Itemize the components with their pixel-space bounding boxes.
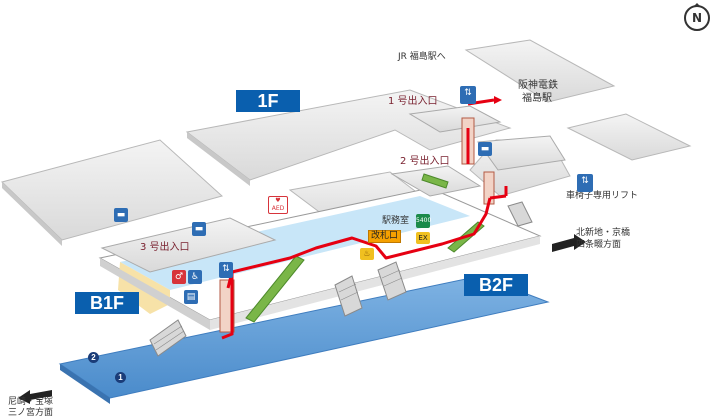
elevator-icon: ⇅ <box>577 174 593 192</box>
aed-label: AED <box>271 205 285 212</box>
label-office: 駅務室 <box>382 216 410 226</box>
platform-number-2: 2 <box>88 352 99 363</box>
platform-number-1: 1 <box>115 372 126 383</box>
label-lift: 車椅子専用リフト <box>566 191 639 201</box>
elevator-icon: ⇅ <box>219 262 233 278</box>
label-dir-east-1: 北新地・京橋 <box>576 228 631 238</box>
block-west <box>1 139 224 241</box>
ic-card-icon: 5400 <box>416 214 431 228</box>
dir-arrow-east <box>552 234 586 252</box>
label-hanshin-2: 福島駅 <box>522 93 552 104</box>
label-exit1: 1 号出入口 <box>388 96 438 107</box>
wheelchair-icon: ♿ <box>188 270 202 284</box>
stairs-icon: ▤ <box>184 290 198 304</box>
fare-icon: ♨ <box>360 248 374 260</box>
block-northeast <box>566 113 692 161</box>
bus-icon: ▬ <box>192 222 206 236</box>
escalator-b1-b2 <box>245 255 305 323</box>
floor-badge-1f: 1F <box>236 90 300 112</box>
exit3-canopy <box>100 217 277 273</box>
stairs-group <box>149 201 533 357</box>
compass-icon <box>684 3 710 31</box>
label-dir-west-1: 尼崎・宝塚 <box>8 397 54 407</box>
exit-icon: EX <box>416 232 430 244</box>
label-dir-east-2: 四条畷方面 <box>576 240 622 250</box>
label-exit3: 3 号出入口 <box>140 242 190 253</box>
platform-b2f <box>58 275 550 399</box>
bus-icon: ▬ <box>114 208 128 222</box>
floor-badge-b2f: B2F <box>464 274 528 296</box>
wheelchair-route <box>226 197 492 289</box>
bus-icon: ▬ <box>478 142 492 156</box>
elevator-icon: ⇅ <box>460 86 476 104</box>
label-gate: 改札口 <box>368 230 402 243</box>
label-exit2: 2 号出入口 <box>400 156 450 167</box>
compass-letter: N <box>692 11 703 25</box>
label-jr: JR 福島駅へ <box>398 52 446 62</box>
floor-badge-b1f: B1F <box>75 292 139 314</box>
dir-arrow-west <box>18 390 52 404</box>
aed-icon: ♥AED <box>268 196 288 214</box>
toilet-icon: ♂ <box>172 270 186 284</box>
label-hanshin-1: 阪神電鉄 <box>518 80 558 91</box>
label-dir-west-2: 三ノ宮方面 <box>8 408 54 418</box>
exit1-canopy <box>408 105 502 133</box>
block-hanshin <box>464 39 616 103</box>
